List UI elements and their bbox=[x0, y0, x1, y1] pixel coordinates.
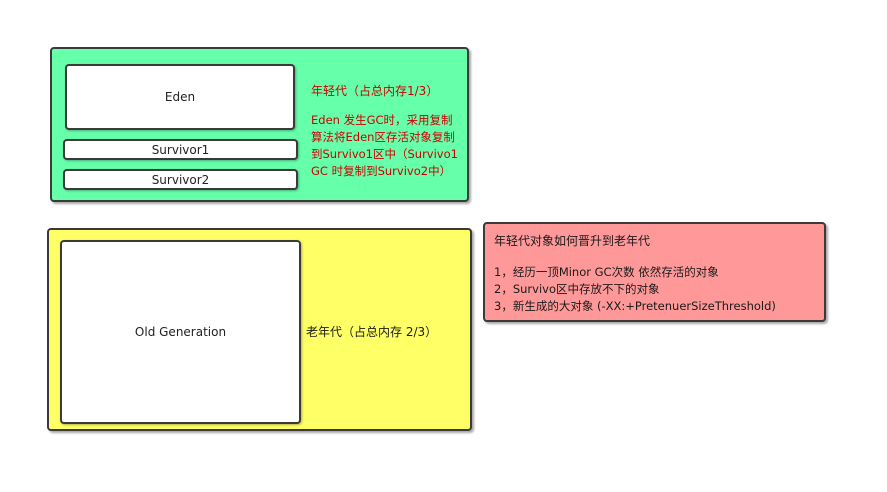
young-desc-line: GC 时复制到Survivo2中） bbox=[311, 164, 452, 178]
young-generation-title: 年轻代（占总内存1/3） bbox=[311, 84, 439, 98]
promotion-note-item: 1，经历一顶Minor GC次数 依然存活的对象 bbox=[494, 265, 719, 279]
promotion-note-box bbox=[483, 222, 826, 322]
old-generation-inner-box: Old Generation bbox=[60, 240, 301, 424]
eden-label: Eden bbox=[164, 90, 196, 104]
young-desc-line: 算法将Eden区存活对象复制 bbox=[311, 130, 455, 144]
survivor2-label: Survivor2 bbox=[151, 172, 210, 187]
promotion-note-title: 年轻代对象如何晋升到老年代 bbox=[494, 234, 651, 248]
survivor1-label: Survivor1 bbox=[151, 142, 210, 157]
survivor1-box: Survivor1 bbox=[63, 139, 298, 160]
promotion-note-item: 2，Survivo区中存放不下的对象 bbox=[494, 282, 660, 296]
old-generation-label: Old Generation bbox=[134, 325, 227, 339]
survivor2-box: Survivor2 bbox=[63, 169, 298, 190]
eden-box: Eden bbox=[65, 64, 295, 130]
young-desc-line: 到Survivo1区中（Survivo1 bbox=[311, 147, 458, 161]
young-desc-line: Eden 发生GC时，采用复制 bbox=[311, 113, 453, 127]
promotion-note-list: 1，经历一顶Minor GC次数 依然存活的对象 2，Survivo区中存放不下… bbox=[494, 264, 776, 315]
promotion-note-item: 3，新生成的大对象 (-XX:+PretenuerSizeThreshold) bbox=[494, 299, 776, 313]
old-generation-title: 老年代（占总内存 2/3） bbox=[306, 325, 438, 339]
young-generation-description: Eden 发生GC时，采用复制 算法将Eden区存活对象复制 到Survivo1… bbox=[311, 112, 458, 180]
